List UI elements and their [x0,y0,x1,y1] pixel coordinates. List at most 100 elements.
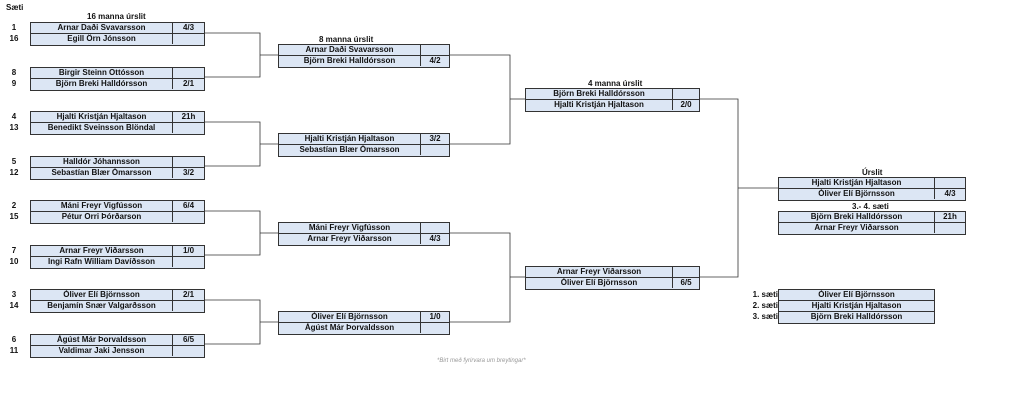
r16-player-row: Benjamín Snær Valgarðsson [31,301,204,312]
player-name: Máni Freyr Vigfússon [308,223,391,232]
disclaimer-note: *Birt með fyrirvara um breytingar* [437,358,526,364]
player-name: Óliver Elí Björnsson [818,189,895,198]
seed-number: 16 [9,34,19,43]
sf-player-row: Björn Breki Halldórsson [526,89,699,100]
player-name: Björn Breki Halldórsson [553,89,645,98]
round-header-r16: 16 manna úrslit [87,12,146,21]
score-cell: 3/2 [420,134,449,144]
player-name: Björn Breki Halldórsson [303,56,396,65]
score-cell [420,45,449,55]
r16-player-row: Valdimar Jaki Jensson [31,345,204,357]
final-player-row: Óliver Elí Björnsson 4/3 [779,189,965,200]
score-cell [934,178,965,188]
player-name: Hjalti Kristján Hjaltason [554,100,644,109]
seed-number: 11 [9,345,19,355]
seed-number: 14 [9,301,19,310]
qf-player-row: Hjalti Kristján Hjaltason 3/2 [279,134,449,145]
qf-player-row: Ágúst Már Þorvaldsson [279,323,449,334]
third-place-player-row: Arnar Freyr Viðarsson [779,223,965,234]
placings-table: Óliver Elí Björnsson Hjalti Kristján Hja… [778,289,935,324]
seed-number: 15 [9,212,19,221]
player-name: Arnar Freyr Viðarsson [59,245,144,255]
seed-number: 13 [9,123,19,132]
score-cell: 21h [934,212,965,222]
placing-name: Óliver Elí Björnsson [818,290,895,299]
score-cell [172,345,204,356]
round-header-third-place: 3.- 4. sæti [852,202,889,211]
player-name: Óliver Elí Björnsson [560,278,638,287]
seed-number: 2 [11,201,17,210]
player-name: Birgir Steinn Ottósson [58,67,145,77]
player-name: Arnar Daði Svavarsson [305,45,394,54]
score-cell: 2/1 [172,290,204,300]
player-name: Egill Örn Jónsson [67,34,136,43]
seed-number: 3 [11,290,17,299]
player-name: Hjalti Kristján Hjaltason [56,112,147,121]
score-cell [420,323,449,333]
seed-number: 9 [11,78,17,88]
r16-player-row: Sebastían Blær Ómarsson 3/2 [31,167,204,179]
score-cell: 6/4 [172,201,204,211]
third-place-player-row: Björn Breki Halldórsson 21h [779,212,965,223]
placing-row: Hjalti Kristján Hjaltason [779,301,934,312]
score-cell [934,223,965,233]
r16-player-row: Birgir Steinn Ottósson [31,67,204,79]
score-cell: 2/0 [672,100,699,110]
player-name: Sebastían Blær Ómarsson [51,167,152,177]
score-cell [172,123,204,133]
r16-player-row: Arnar Daði Svavarsson 4/3 [31,23,204,34]
placing-label: 1. sæti [752,290,778,299]
score-cell: 6/5 [672,278,699,288]
player-name: Valdimar Jaki Jensson [58,345,145,355]
r16-player-row: Pétur Orri Þórðarson [31,212,204,223]
score-cell: 21h [172,112,204,122]
player-name: Sebastían Blær Ómarsson [299,145,400,154]
r16-player-row: Halldór Jóhannsson [31,156,204,168]
player-name: Arnar Freyr Viðarsson [556,267,642,276]
score-cell: 1/0 [420,312,449,322]
player-name: Hjalti Kristján Hjaltason [811,178,902,187]
seat-column-header: Sæti [6,3,24,12]
final-player-row: Hjalti Kristján Hjaltason [779,178,965,189]
placings-labels: 1. sæti 2. sæti 3. sæti [740,289,778,322]
score-cell: 3/2 [172,167,204,178]
player-name: Ágúst Már Þorvaldsson [304,323,395,332]
player-name: Óliver Elí Björnsson [311,312,388,321]
player-name: Arnar Freyr Viðarsson [814,223,899,232]
score-cell [672,89,699,99]
placing-row: Óliver Elí Björnsson [779,290,934,301]
qf-player-row: Óliver Elí Björnsson 1/0 [279,312,449,323]
score-cell [172,67,204,78]
placing-name: Björn Breki Halldórsson [810,312,903,321]
player-name: Björn Breki Halldórsson [55,78,148,88]
score-cell: 4/3 [172,23,204,33]
player-name: Benjamín Snær Valgarðsson [47,301,156,310]
player-name: Arnar Daði Svavarsson [57,23,146,32]
player-name: Björn Breki Halldórsson [810,212,903,221]
placing-label: 2. sæti [752,301,778,310]
placing-label: 3. sæti [752,312,778,321]
player-name: Pétur Orri Þórðarson [61,212,142,221]
player-name: Hjalti Kristján Hjaltason [304,134,395,143]
score-cell [172,156,204,167]
score-cell [420,223,449,233]
seed-number: 6 [11,334,17,344]
r16-player-row: Benedikt Sveinsson Blöndal [31,123,204,134]
player-name: Ágúst Már Þorvaldsson [56,334,147,344]
